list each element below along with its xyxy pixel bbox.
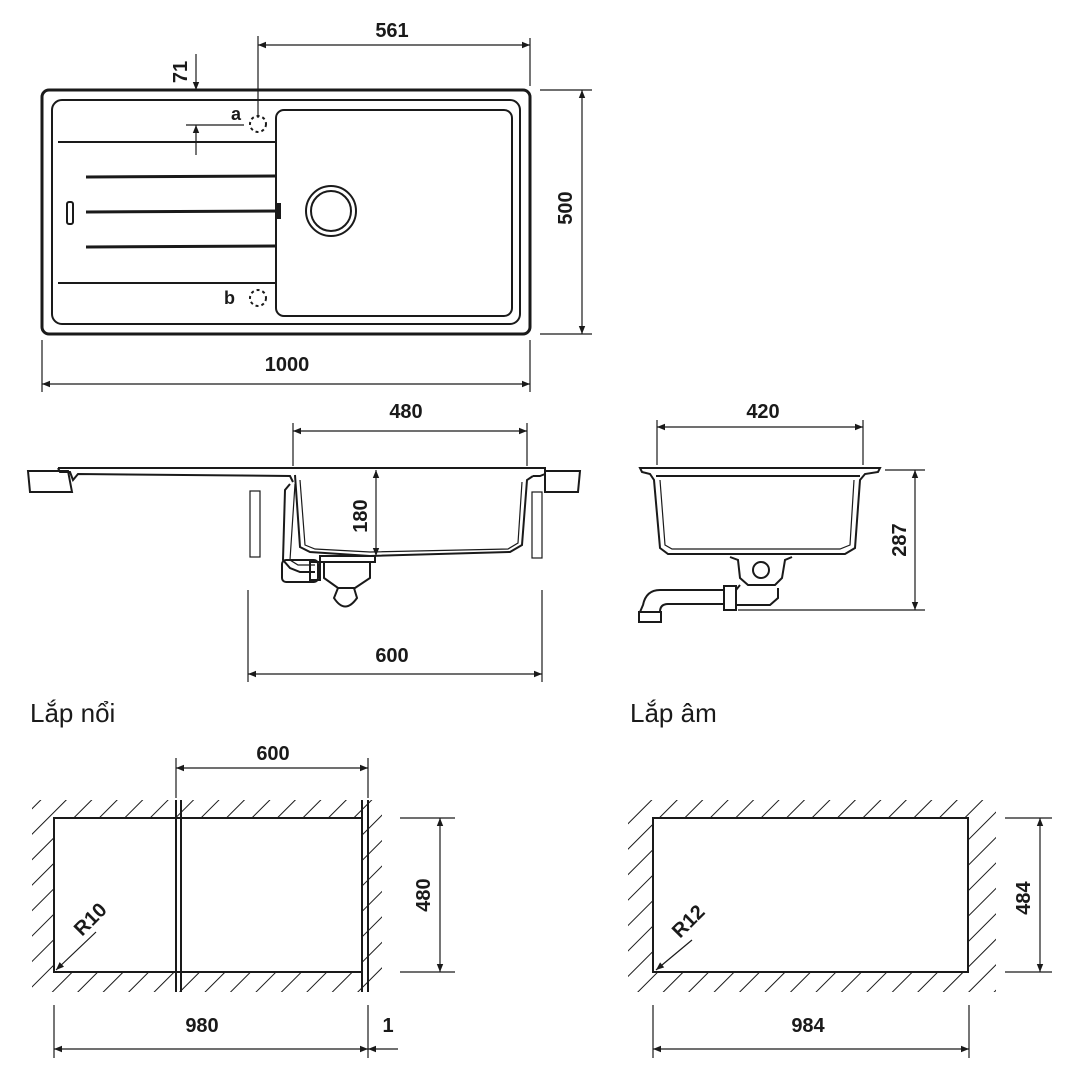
cutout-undermount: Lắp âm R12 484 984 (628, 698, 1052, 1058)
sink-outline (40, 88, 532, 336)
sink-inner-rim (51, 99, 521, 325)
dimension-180: 180 (350, 499, 372, 532)
drainboard-slot (66, 201, 74, 225)
dimension-1000: 1000 (265, 354, 310, 376)
countertop-right (544, 470, 582, 493)
dimension-480-cutout: 480 (413, 878, 435, 911)
dimension-420: 420 (746, 401, 779, 423)
cutout-outline (652, 817, 969, 973)
tap-hole-a-icon (249, 115, 267, 133)
outlet-pipe (639, 589, 724, 613)
cutout-surface-mount: Lắp nổi R10 600 480 980 1 (30, 698, 455, 1058)
section-title-surface-mount: Lắp nổi (30, 698, 115, 728)
hatch-surround (32, 800, 382, 992)
top-view: a b 561 71 500 1000 (40, 20, 592, 392)
dimension-984: 984 (791, 1015, 825, 1037)
dimension-600-cutout: 600 (256, 743, 289, 765)
dimension-484: 484 (1013, 880, 1035, 914)
hatch-surround (628, 800, 996, 992)
dimension-600: 600 (375, 645, 408, 667)
dimension-287: 287 (889, 523, 911, 556)
dimension-500: 500 (555, 191, 577, 224)
drain-inner (310, 190, 352, 232)
cabinet-wall-right (531, 491, 543, 559)
dimension-980: 980 (185, 1015, 218, 1037)
dimension-71: 71 (170, 61, 192, 83)
drain-outer (305, 185, 357, 237)
dimension-r12: R12 (668, 901, 710, 943)
overflow-pipe (281, 483, 315, 573)
drain-trap (332, 587, 359, 608)
cutout-outline (53, 817, 363, 973)
end-view: 420 287 (638, 401, 925, 623)
dimension-1: 1 (382, 1015, 393, 1037)
drainboard-profile (57, 467, 294, 483)
dimension-561: 561 (375, 20, 408, 42)
bowl-profile (294, 474, 534, 558)
drain-flange (319, 555, 376, 563)
tap-hole-a-label: a (231, 104, 242, 124)
side-view: 480 180 600 (26, 401, 582, 682)
drainboard-rib (85, 209, 281, 214)
dimension-480: 480 (389, 401, 422, 423)
bowl-end-profile (638, 467, 882, 555)
cabinet-wall-left (249, 490, 261, 558)
bowl-outline (275, 109, 513, 317)
tap-hole-b-label: b (224, 288, 235, 308)
drainboard-rib (85, 244, 277, 249)
section-title-undermount: Lắp âm (630, 698, 717, 728)
dimension-r10: R10 (70, 899, 112, 941)
overflow-slot (277, 203, 281, 219)
tap-hole-b-icon (249, 289, 267, 307)
drainboard-rib (85, 174, 277, 179)
countertop-left (26, 470, 74, 493)
